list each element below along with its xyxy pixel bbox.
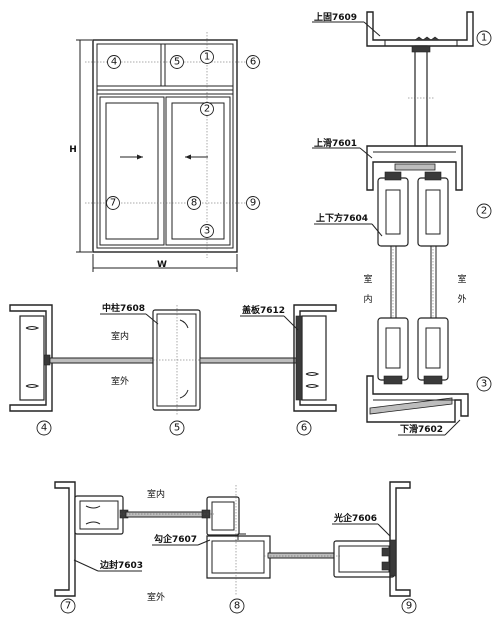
label-edge-seal: 边封7603 (99, 559, 143, 571)
vs-outdoor-1: 室 (457, 273, 466, 285)
marker-9: 9 (246, 196, 260, 210)
marker-6-section: 6 (296, 420, 312, 436)
height-label: H (69, 145, 77, 155)
marker-7-section: 7 (60, 598, 76, 614)
marker-5: 5 (170, 55, 184, 69)
svg-text:3: 3 (204, 226, 210, 237)
marker-2-section: 2 (476, 203, 492, 219)
marker-1-elev: 1 (200, 50, 214, 64)
svg-text:3: 3 (481, 379, 487, 390)
width-label: W (157, 260, 167, 270)
svg-text:7: 7 (110, 198, 116, 209)
label-top-fixed: 上固7609 (314, 11, 357, 23)
svg-text:5: 5 (174, 423, 180, 434)
hs1-indoor: 室内 (111, 330, 129, 342)
marker-8: 8 (187, 196, 201, 210)
marker-9-section: 9 (401, 598, 417, 614)
svg-text:2: 2 (204, 104, 210, 115)
label-bottom-slide: 下滑7602 (400, 423, 443, 435)
svg-text:1: 1 (204, 52, 210, 63)
window-elevation (76, 32, 262, 272)
marker-4: 4 (107, 55, 121, 69)
marker-5-section: 5 (169, 420, 185, 436)
svg-text:1: 1 (481, 33, 487, 44)
svg-text:9: 9 (406, 601, 412, 612)
svg-text:6: 6 (250, 57, 256, 68)
svg-text:8: 8 (191, 198, 197, 209)
svg-text:2: 2 (481, 206, 487, 217)
marker-3-elev: 3 (200, 224, 214, 238)
svg-text:5: 5 (174, 57, 180, 68)
marker-4-section: 4 (36, 420, 52, 436)
vs-outdoor-2: 外 (457, 293, 466, 305)
svg-text:4: 4 (111, 57, 117, 68)
svg-text:6: 6 (301, 423, 307, 434)
label-cover-plate: 盖板7612 (242, 304, 285, 316)
marker-8-section: 8 (229, 598, 245, 614)
svg-text:8: 8 (234, 601, 240, 612)
svg-text:4: 4 (41, 423, 47, 434)
horizontal-section-2 (54, 481, 411, 597)
marker-1-section: 1 (476, 30, 492, 46)
svg-text:7: 7 (65, 601, 71, 612)
label-top-slide: 上滑7601 (314, 137, 357, 149)
vs-indoor-2: 内 (363, 293, 372, 305)
horizontal-section-1 (9, 304, 337, 415)
label-plain-stile: 光企7606 (333, 512, 377, 524)
vs-indoor-1: 室 (363, 273, 372, 285)
label-mullion: 中柱7608 (102, 302, 145, 314)
marker-3-section: 3 (476, 376, 492, 392)
hs2-outdoor: 室外 (147, 591, 165, 603)
svg-text:9: 9 (250, 198, 256, 209)
hs1-outdoor: 室外 (111, 375, 129, 387)
marker-6: 6 (246, 55, 260, 69)
vertical-section (366, 11, 474, 423)
label-hook-stile: 勾企7607 (154, 533, 197, 545)
marker-2-elev: 2 (200, 102, 214, 116)
marker-7: 7 (106, 196, 120, 210)
hs2-indoor: 室内 (147, 488, 165, 500)
label-upper-lower: 上下方7604 (316, 212, 368, 224)
